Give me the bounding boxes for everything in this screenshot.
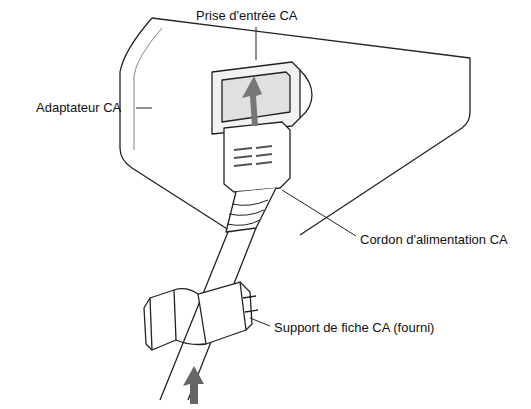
ac-plug <box>224 122 290 192</box>
part-label: Support de fiche CA (fourni) <box>274 320 514 335</box>
part-label: Adaptateur CA <box>36 100 136 115</box>
leader-line <box>256 27 257 60</box>
insert-arrow <box>183 366 204 404</box>
insert-arrow <box>242 76 262 126</box>
plug-holder <box>150 290 176 350</box>
leader-line <box>250 318 270 326</box>
part-label: Cordon d'alimentation CA <box>360 232 510 247</box>
strain-relief <box>226 188 276 232</box>
part-label: Prise d'entrée CA <box>196 8 356 23</box>
plug-holder <box>198 282 246 344</box>
leader-line <box>282 190 356 236</box>
adapter-outline <box>152 18 470 235</box>
leader-line <box>136 108 152 109</box>
ac-inlet-socket <box>212 62 300 134</box>
